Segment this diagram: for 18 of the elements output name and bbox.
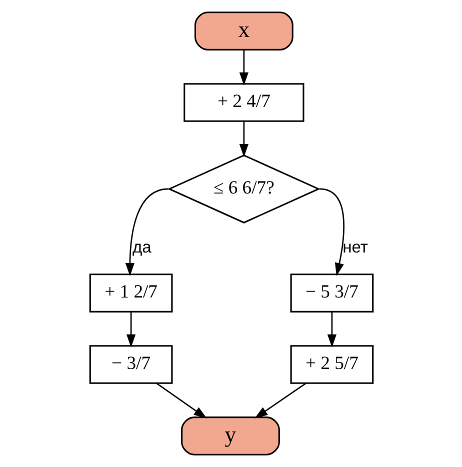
node-box: − 3/7 [88, 345, 172, 384]
node-box: x [194, 12, 293, 50]
arrow [126, 312, 136, 348]
arrow [124, 188, 168, 276]
edge-label: да [132, 237, 151, 256]
node-box: − 5 3/7 [290, 274, 374, 312]
arrow [318, 188, 344, 276]
arrow [238, 121, 248, 158]
node-box: + 2 5/7 [290, 345, 374, 384]
node-box: + 2 4/7 [183, 83, 304, 122]
node-diamond: ≤ 6 6/7? [166, 154, 320, 224]
arrow [326, 312, 336, 348]
arrow [238, 50, 248, 86]
node-box: y [180, 416, 280, 456]
node-box: + 1 2/7 [88, 274, 172, 312]
arrow [156, 382, 206, 418]
edge-label: нет [342, 237, 368, 256]
arrow [254, 382, 306, 418]
